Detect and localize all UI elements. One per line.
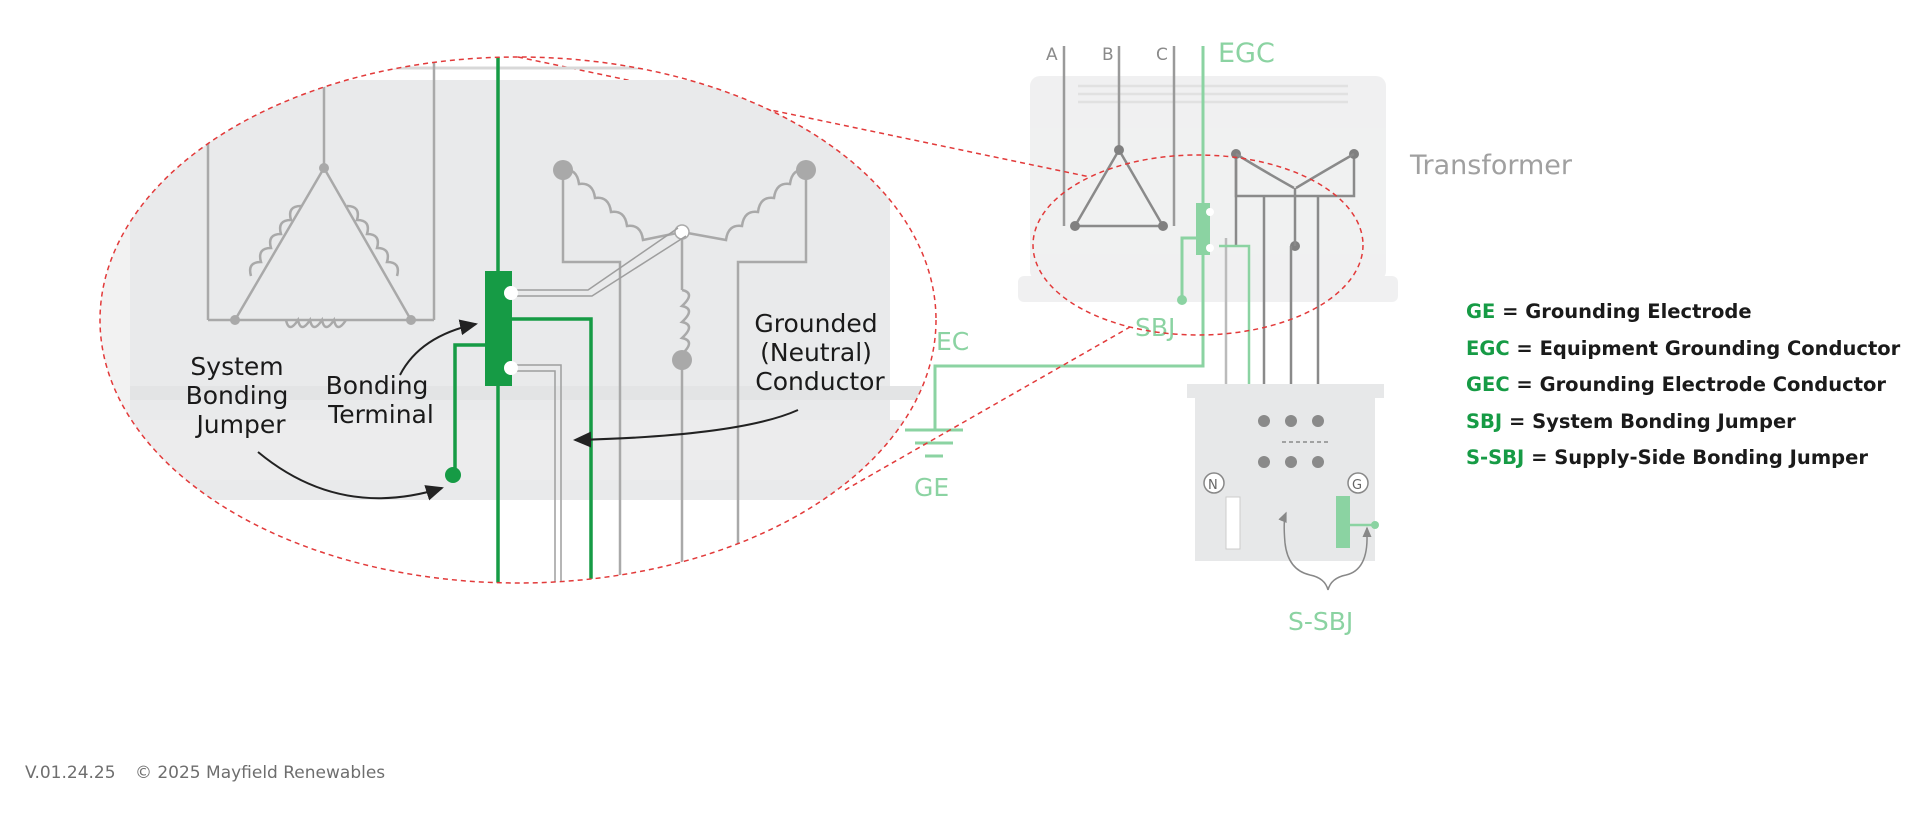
ec-label: EC [936, 327, 969, 356]
legend-def: Supply-Side Bonding Jumper [1554, 446, 1868, 470]
phase-label-a: A [1046, 45, 1058, 65]
arrow-grounded-conductor [573, 409, 799, 448]
zoom-detail-ellipse [99, 56, 937, 584]
legend-abbr: GE [1466, 300, 1496, 323]
legend-abbr: GEC [1466, 373, 1510, 397]
ssbj-brace [1278, 511, 1372, 591]
neutral-bus-label: N [1208, 478, 1218, 493]
legend-abbr: S-SBJ [1466, 446, 1525, 470]
legend-abbr: EGC [1466, 336, 1510, 360]
arrow-sbj [257, 451, 444, 501]
phase-labels: A B C [1046, 45, 1168, 65]
phase-label-c: C [1156, 45, 1168, 65]
arrow-bonding-terminal [399, 319, 478, 376]
legend-item: SBJ = System Bonding Jumper [1466, 409, 1796, 433]
legend-item: GEC = Grounding Electrode Conductor [1466, 373, 1887, 397]
copyright-label: © 2025 Mayfield Renewables [134, 763, 386, 783]
callout-system-bonding-jumper: System Bonding Jumper [186, 352, 297, 439]
legend-def: Grounding Electrode [1525, 300, 1752, 323]
ground-bus-label: G [1352, 478, 1362, 493]
legend-item: EGC = Equipment Grounding Conductor [1466, 336, 1901, 360]
callout-grounded-conductor: Grounded (Neutral) Conductor [754, 309, 885, 396]
disconnect-panel: N G [1187, 384, 1384, 561]
zoom-source-ellipse [1032, 154, 1364, 336]
legend-def: Grounding Electrode Conductor [1539, 373, 1887, 397]
zoom-connector-lines [517, 56, 1131, 491]
transformer-vents [1078, 84, 1348, 104]
system-bonding-jumper [453, 343, 485, 475]
callout-bonding-terminal: Bonding Terminal [326, 371, 437, 429]
sbj-label: SBJ [1135, 313, 1175, 342]
zoomed-detail [100, 57, 930, 583]
gec-conductor [933, 336, 1205, 430]
legend-def: Equipment Grounding Conductor [1539, 336, 1901, 360]
small-bonding-terminal [1196, 203, 1210, 255]
footer: V.01.24.25 © 2025 Mayfield Renewables [25, 763, 399, 783]
phase-label-b: B [1102, 45, 1114, 65]
legend-abbr: SBJ [1466, 409, 1503, 433]
legend-def: System Bonding Jumper [1532, 409, 1796, 433]
ground-symbol [905, 428, 963, 458]
wye-winding [561, 168, 808, 583]
transformer-label: Transformer [1409, 150, 1573, 181]
egc-label: EGC [1218, 38, 1275, 69]
legend-item: S-SBJ = Supply-Side Bonding Jumper [1466, 446, 1868, 470]
transformer-assembly [1018, 76, 1398, 302]
version-label: V.01.24.25 [25, 763, 116, 783]
neutral-conductor [510, 227, 687, 583]
legend-item: GE = Grounding Electrode [1466, 300, 1752, 323]
ssbj-label: S-SBJ [1288, 607, 1353, 636]
abbreviation-legend: GE = Grounding Electrode EGC = Equipment… [1466, 294, 1900, 477]
ge-label: GE [914, 473, 949, 502]
